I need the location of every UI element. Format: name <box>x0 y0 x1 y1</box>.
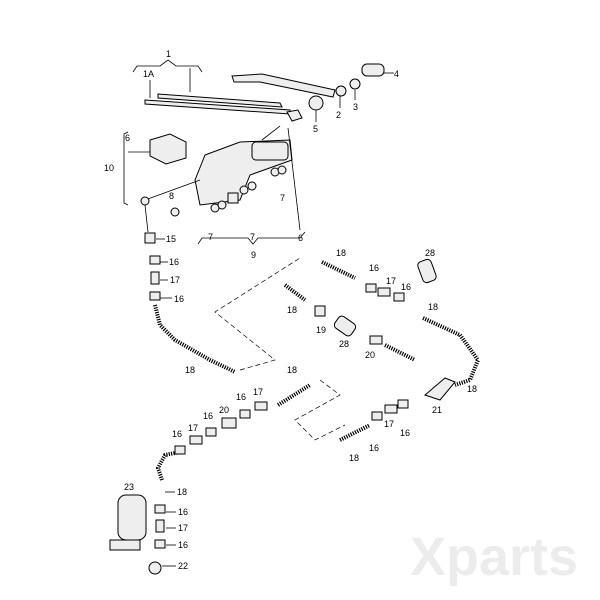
washer-nozzle-connector <box>140 179 201 301</box>
control-unit <box>123 131 187 206</box>
part-label: 18 <box>428 302 438 312</box>
washer-hose <box>153 304 236 374</box>
part-label: 28 <box>425 248 435 258</box>
part-label: 18 <box>349 453 359 463</box>
routing-line <box>214 257 301 371</box>
part-label: 16 <box>236 392 246 402</box>
part-label: 17 <box>253 387 263 397</box>
washer-hose <box>339 423 371 442</box>
wiper-blade <box>132 59 291 115</box>
part-label: 16 <box>178 507 188 517</box>
part-label: 1A <box>143 69 154 79</box>
part-label: 23 <box>124 482 134 492</box>
part-label: 18 <box>467 384 477 394</box>
part-label: 15 <box>166 234 176 244</box>
part-label: 20 <box>365 350 375 360</box>
part-label: 17 <box>188 423 198 433</box>
part-label: 16 <box>400 428 410 438</box>
part-label: 18 <box>287 365 297 375</box>
washer-hose <box>384 343 416 362</box>
part-label: 16 <box>169 257 179 267</box>
part-label: 17 <box>170 275 180 285</box>
part-label: 4 <box>394 69 399 79</box>
part-label: 7 <box>250 232 255 242</box>
part-label: 10 <box>104 163 114 173</box>
part-label: 6 <box>298 233 303 243</box>
part-label: 18 <box>185 365 195 375</box>
watermark: Xparts <box>410 527 578 587</box>
part-label: 18 <box>336 248 346 258</box>
routing-line <box>294 379 346 441</box>
washer-hose <box>276 383 312 407</box>
part-label: 28 <box>339 339 349 349</box>
part-label: 19 <box>316 325 326 335</box>
part-label: 7 <box>280 193 285 203</box>
part-label: 8 <box>169 191 174 201</box>
part-label: 16 <box>174 294 184 304</box>
hose-connectors <box>154 258 456 549</box>
washer-hose <box>454 333 481 387</box>
washer-hose <box>283 283 307 302</box>
leader-lines <box>156 238 176 567</box>
part-label: 17 <box>384 419 394 429</box>
part-label: 21 <box>432 405 442 415</box>
part-label: 7 <box>208 232 213 242</box>
part-label: 16 <box>369 263 379 273</box>
part-label: 2 <box>336 110 341 120</box>
washer-pump <box>109 494 162 575</box>
part-label: 20 <box>219 405 229 415</box>
part-label: 18 <box>287 305 297 315</box>
part-label: 18 <box>177 487 187 497</box>
part-label: 22 <box>178 561 188 571</box>
washer-hose <box>422 316 461 337</box>
part-label: 3 <box>353 102 358 112</box>
part-label: 16 <box>203 411 213 421</box>
part-label: 16 <box>369 443 379 453</box>
part-label: 6 <box>125 133 130 143</box>
part-label: 16 <box>401 282 411 292</box>
part-label: 17 <box>386 276 396 286</box>
part-label: 1 <box>166 49 171 59</box>
part-labels: 1 1A 4 2 3 5 6 10 8 7 7 7 6 9 15 16 17 1… <box>104 49 477 571</box>
part-label: 16 <box>178 540 188 550</box>
wiper-arm <box>231 63 394 122</box>
part-label: 16 <box>172 429 182 439</box>
washer-hose <box>155 450 181 481</box>
washer-hose <box>321 260 356 280</box>
wiper-motor <box>170 125 306 245</box>
part-label: 17 <box>178 523 188 533</box>
part-label: 9 <box>251 250 256 260</box>
part-label: 5 <box>313 124 318 134</box>
